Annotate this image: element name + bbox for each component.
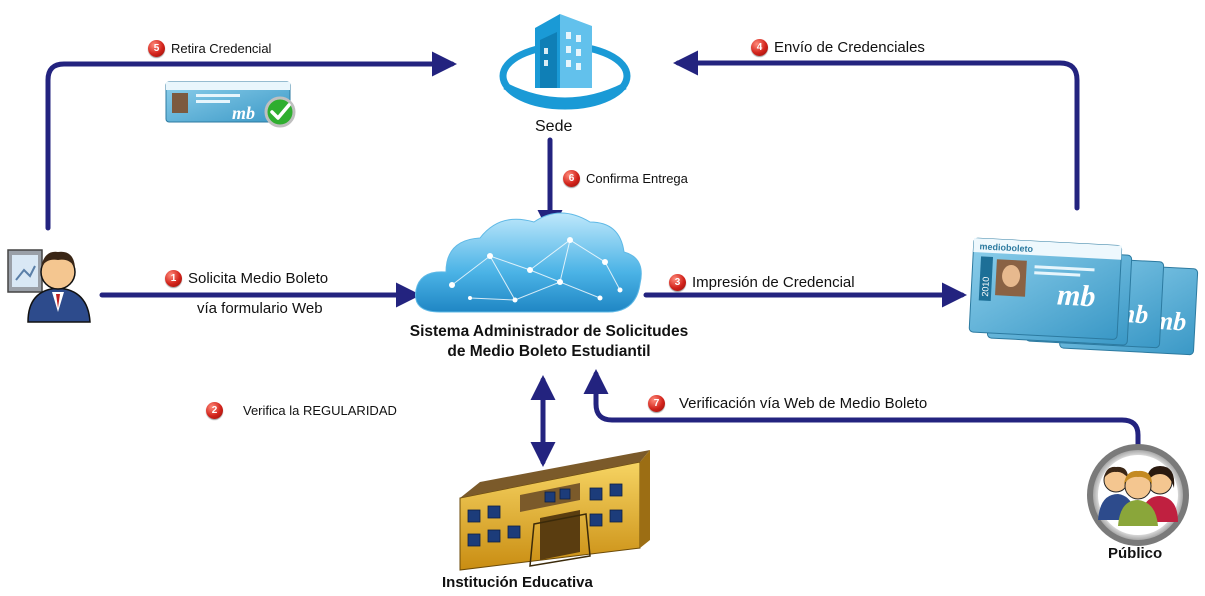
step-7-label: 7 Verificación vía Web de Medio Boleto xyxy=(648,395,927,412)
card-year-text: 2010 xyxy=(980,276,991,297)
system-title-line2: de Medio Boleto Estudiantil xyxy=(447,343,651,360)
step-1-label: 1 Solicita Medio Boleto xyxy=(165,270,328,287)
institution-building-icon xyxy=(459,450,650,571)
step-3-badge: 3 xyxy=(669,274,686,291)
card-logo-large: mb xyxy=(1056,278,1096,313)
public-people-icon xyxy=(1087,444,1189,546)
printed-credentials-stack-icon: mb mb mb medioboleto 2010 mb xyxy=(968,237,1199,356)
sede-title: Sede xyxy=(535,118,573,135)
sede-building-icon xyxy=(499,14,631,110)
card-brand-text: medioboleto xyxy=(979,241,1033,254)
step-2-label: 2 Verifica la REGULARIDAD xyxy=(206,402,397,419)
system-cloud-icon xyxy=(415,212,642,313)
card-logo-small: mb xyxy=(232,103,255,123)
step-5-text: Retira Credencial xyxy=(171,41,272,56)
step-6-text: Confirma Entrega xyxy=(586,171,688,186)
step-4-badge: 4 xyxy=(751,39,768,56)
step-6-badge: 6 xyxy=(563,170,580,187)
arrow-envio-credenciales xyxy=(673,50,1080,211)
step-3-label: 3 Impresión de Credencial xyxy=(669,274,855,291)
step-7-text: Verificación vía Web de Medio Boleto xyxy=(679,395,928,412)
system-title: Sistema Administrador de Solicitudes de … xyxy=(349,322,749,362)
step-1-badge: 1 xyxy=(165,270,182,287)
student-user-icon xyxy=(7,249,91,323)
step-1-text-line2: vía formulario Web xyxy=(197,300,323,317)
arrow-verificacion-web xyxy=(583,369,1141,448)
step-2-badge: 2 xyxy=(206,402,223,419)
institution-title: Institución Educativa xyxy=(442,574,593,591)
step-1-text: Solicita Medio Boleto xyxy=(188,270,329,287)
step-4-label: 4 Envío de Credenciales xyxy=(751,39,925,56)
public-title: Público xyxy=(1108,545,1163,562)
step-7-badge: 7 xyxy=(648,395,665,412)
step-6-label: 6 Confirma Entrega xyxy=(563,170,688,187)
step-5-label: 5 Retira Credencial xyxy=(148,40,271,57)
step-3-text: Impresión de Credencial xyxy=(692,274,855,291)
system-title-line1: Sistema Administrador de Solicitudes xyxy=(409,323,689,340)
credential-card-checked-icon: mb xyxy=(165,81,296,128)
step-4-text: Envío de Credenciales xyxy=(774,39,925,56)
arrow-retira-credencial xyxy=(45,51,457,231)
step-2-text: Verifica la REGULARIDAD xyxy=(243,403,397,418)
step-5-badge: 5 xyxy=(148,40,165,57)
